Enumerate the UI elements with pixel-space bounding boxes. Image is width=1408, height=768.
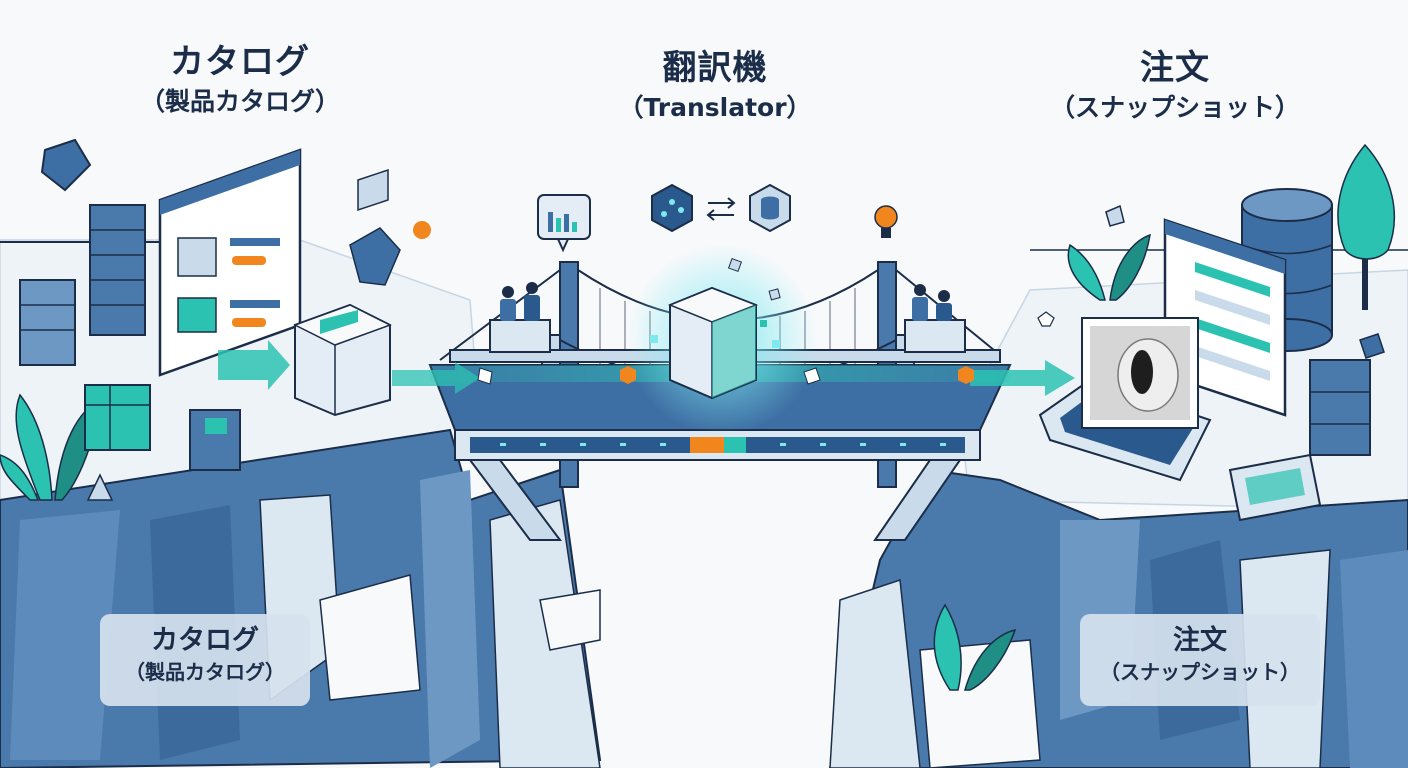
decor-shapes [86,168,431,501]
gem-cube-icon [40,138,92,192]
swap-arrows-icon [706,197,736,221]
database-hexagon-icon [749,183,791,233]
engineers-icon [500,282,952,321]
server-stack-icon [1228,359,1371,522]
order-plate-title: 注文 [1173,625,1227,656]
lightbulb-icon [874,205,898,238]
order-plate-subtitle: （スナップショット） [1100,660,1300,684]
catalog-subtitle: （製品カタログ） [139,87,340,116]
chart-bubble-icon [537,194,591,253]
server-stack-icon [19,204,146,366]
right-tree-icon [1337,143,1395,310]
product-page-window-icon [158,148,302,377]
order-plate: 注文 （スナップショット） [1080,614,1320,706]
left-plant-icon [0,393,101,501]
catalog-plate: カタログ （製品カタログ） [100,614,310,706]
package-box-icon [293,303,392,417]
product-photo-icon [1081,317,1199,429]
order-subtitle: （スナップショット） [1049,93,1300,122]
order-decor-shapes [1037,204,1385,359]
data-cube-icon [84,384,241,471]
order-plant-icon [1067,233,1151,301]
catalog-plate-title: カタログ [151,625,259,656]
cliff-plant-icon [933,603,1017,691]
order-heading: 注文 （スナップショット） [1020,48,1330,124]
data-flow-arrows [392,360,1075,396]
flow-arrow-icon [218,340,290,390]
catalog-plate-subtitle: （製品カタログ） [125,660,285,684]
translator-subtitle: （Translator） [618,93,812,122]
catalog-title: カタログ [170,42,310,82]
translator-cube-icon [627,245,817,435]
network-hexagon-icon [651,183,693,233]
catalog-heading: カタログ （製品カタログ） [90,42,390,118]
order-title: 注文 [1140,48,1210,88]
translator-heading: 翻訳機 （Translator） [560,48,870,124]
translator-title: 翻訳機 [662,48,768,88]
